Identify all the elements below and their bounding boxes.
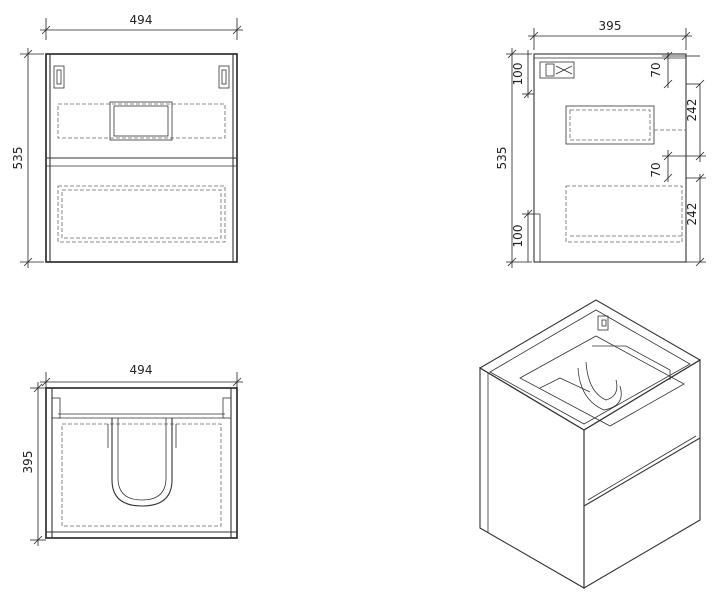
top-width-label: 494 (130, 363, 153, 377)
side-bottom-offset-label: 100 (511, 225, 525, 248)
top-depth-label: 395 (21, 451, 35, 474)
front-width-label: 494 (130, 13, 153, 27)
side-rail-top-label: 70 (649, 62, 663, 77)
side-rail-mid-label: 70 (649, 162, 663, 177)
side-lower-drawer-label: 242 (685, 203, 699, 226)
side-view: 395 535 100 100 70 242 (495, 19, 706, 268)
isometric-view (478, 299, 702, 589)
front-view: 494 535 (11, 13, 243, 268)
side-upper-drawer-label: 242 (685, 99, 699, 122)
front-height-label: 535 (11, 147, 25, 170)
side-top-offset-label: 100 (511, 63, 525, 86)
top-view: 494 395 (21, 363, 243, 546)
side-depth-label: 395 (599, 19, 622, 33)
side-height-label: 535 (495, 147, 509, 170)
